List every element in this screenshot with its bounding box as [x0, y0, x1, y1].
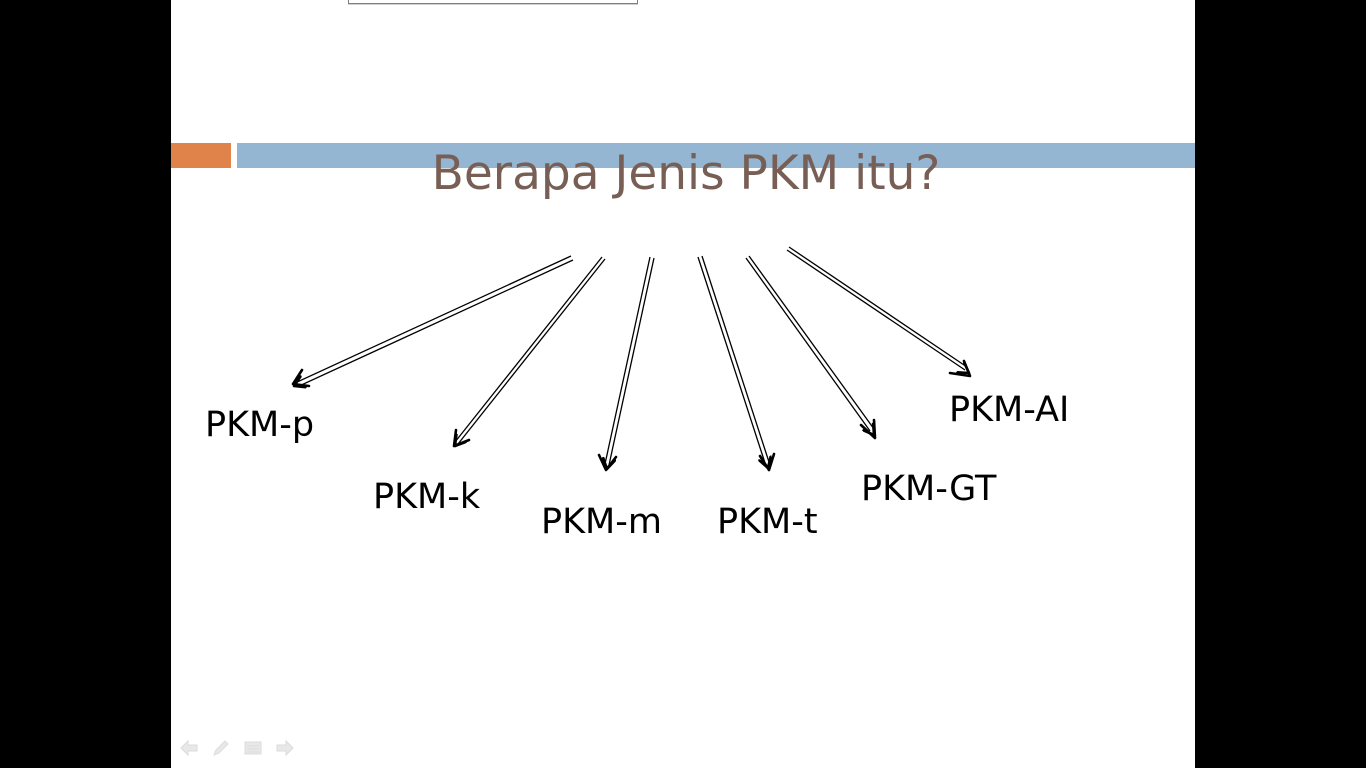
- arrow-to-pkm-m: [605, 256, 655, 469]
- arrow-to-pkm-gt: [745, 255, 874, 435]
- pen-icon[interactable]: [211, 738, 231, 758]
- arrow-to-pkm-ai: [786, 246, 969, 373]
- slide-title: Berapa Jenis PKM itu?: [431, 146, 941, 201]
- arrow-to-pkm-t: [697, 255, 769, 468]
- label-pkm-k: PKM-k: [373, 477, 481, 517]
- accent-bar-blue: [237, 143, 1195, 168]
- arrow-to-pkm-k: [455, 256, 606, 446]
- label-pkm-m: PKM-m: [541, 502, 662, 542]
- label-pkm-gt: PKM-GT: [861, 469, 997, 509]
- arrowhead-pkm-k: [452, 428, 471, 448]
- previous-arrow-icon[interactable]: [179, 738, 199, 758]
- arrowhead-pkm-gt: [859, 418, 877, 440]
- menu-icon[interactable]: [243, 738, 263, 758]
- slideshow-nav: [179, 738, 295, 758]
- arrow-group: [291, 246, 972, 472]
- accent-bar-orange: [171, 143, 231, 168]
- arrowhead-pkm-t: [758, 452, 776, 472]
- label-pkm-ai: PKM-AI: [949, 390, 1070, 430]
- arrow-to-pkm-p: [294, 255, 574, 387]
- top-placeholder-box: [348, 0, 638, 4]
- slide-canvas: Berapa Jenis PKM itu?: [171, 0, 1195, 768]
- next-arrow-icon[interactable]: [275, 738, 295, 758]
- arrowhead-pkm-m: [597, 453, 618, 472]
- label-pkm-t: PKM-t: [717, 502, 818, 542]
- arrowhead-pkm-ai: [948, 359, 972, 378]
- label-pkm-p: PKM-p: [205, 405, 315, 445]
- arrowhead-pkm-p: [291, 368, 311, 388]
